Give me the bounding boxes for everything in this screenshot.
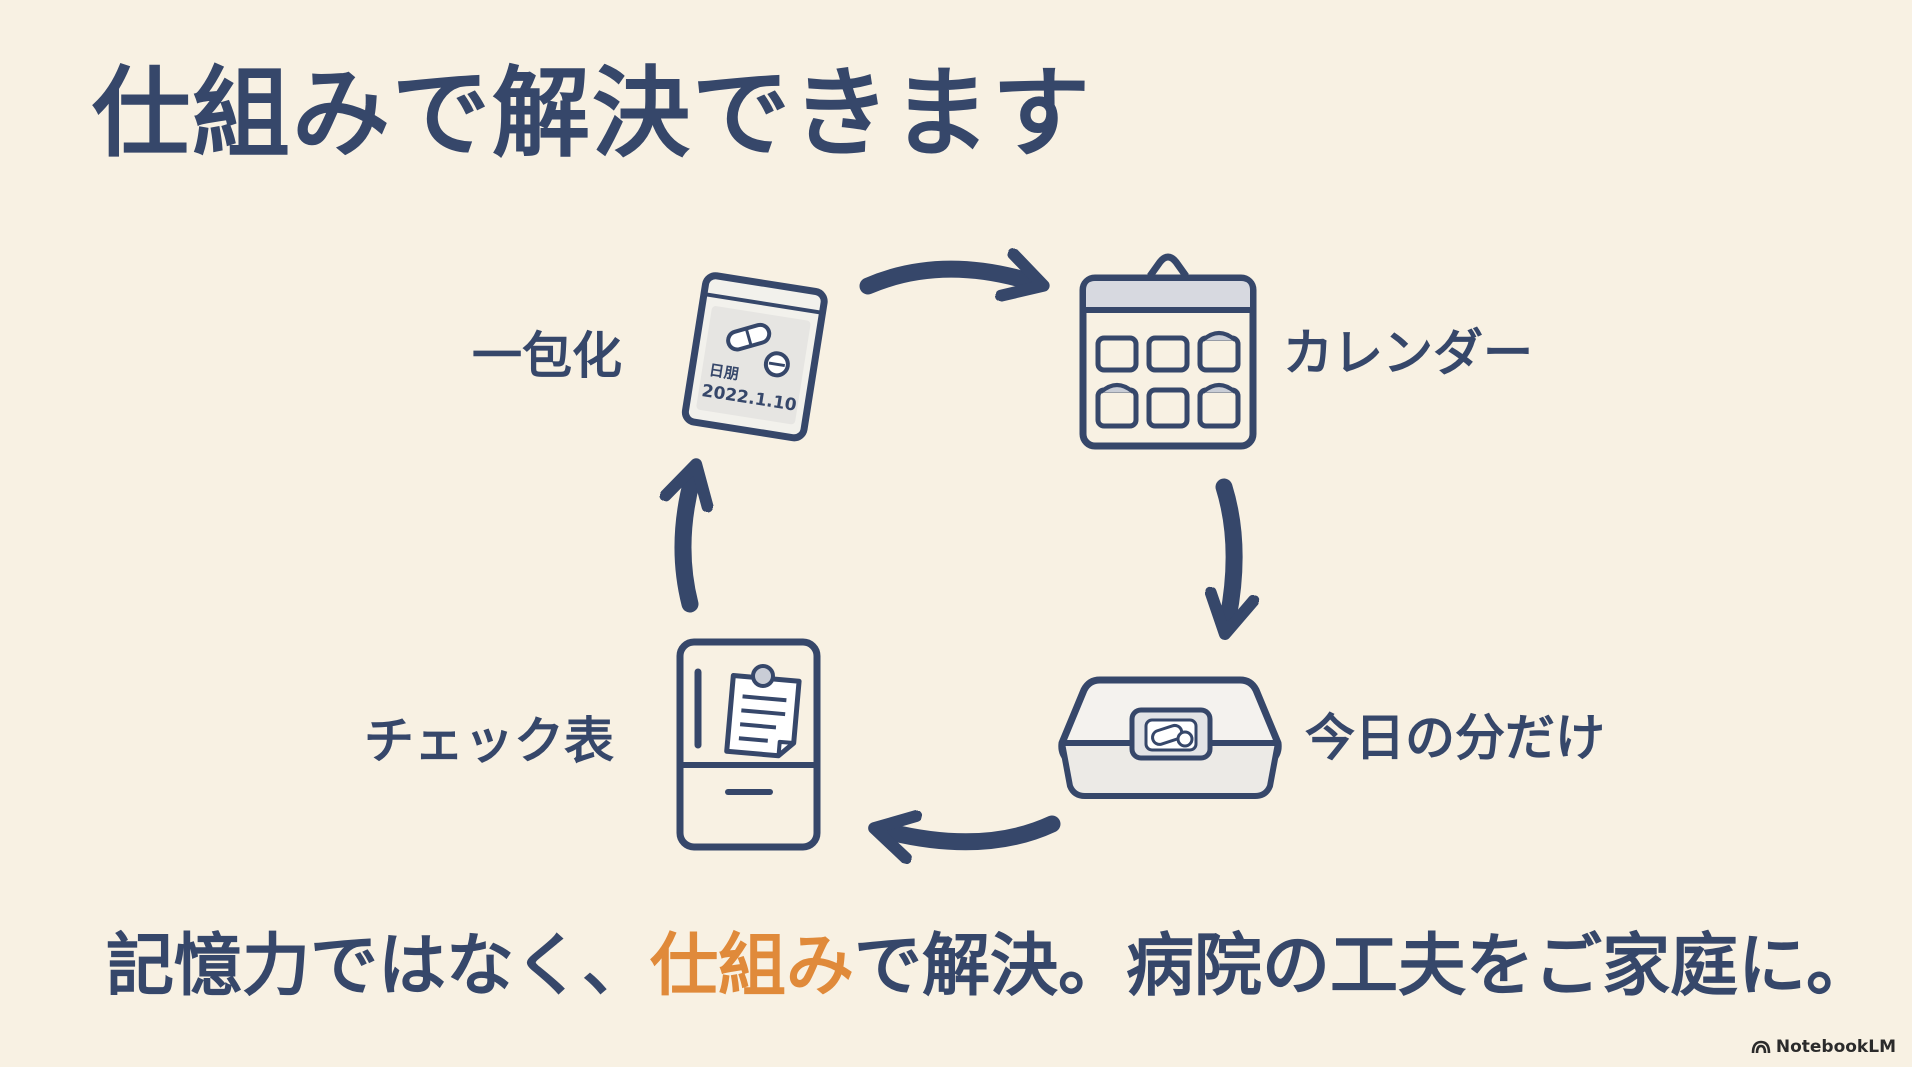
- arrow-packet-to-calendar: [859, 269, 1028, 286]
- step-label-packet: 一包化: [472, 327, 622, 385]
- notebooklm-logo-icon: [1751, 1040, 1771, 1054]
- step-label-checklist: チェック表: [364, 712, 614, 770]
- pill-tray-icon: [1058, 676, 1282, 799]
- packet-date-label: 日朋: [708, 361, 740, 383]
- caption: 記憶力ではなく、仕組みで解決。病院の工夫をご家庭に。: [106, 927, 1875, 1006]
- arrow-checklist-to-packet: [683, 480, 692, 613]
- arrow-tray-to-checklist: [890, 824, 1061, 842]
- caption-highlight: 仕組み: [650, 927, 855, 1006]
- watermark-text: NotebookLM: [1775, 1037, 1896, 1057]
- watermark: NotebookLM: [1751, 1037, 1896, 1057]
- fridge-checklist-icon: [676, 638, 821, 851]
- caption-before: 記憶力ではなく、: [106, 927, 651, 1006]
- page-title: 仕組みで解決できます: [92, 57, 1093, 171]
- medicine-packet-icon: 日朋 2022.1.10: [681, 272, 828, 442]
- step-label-calendar: カレンダー: [1283, 324, 1533, 382]
- pill-calendar-icon: [1079, 253, 1257, 450]
- step-label-tray: 今日の分だけ: [1305, 709, 1605, 767]
- arrow-calendar-to-tray: [1224, 478, 1234, 618]
- caption-after: で解決。病院の工夫をご家庭に。: [854, 927, 1875, 1006]
